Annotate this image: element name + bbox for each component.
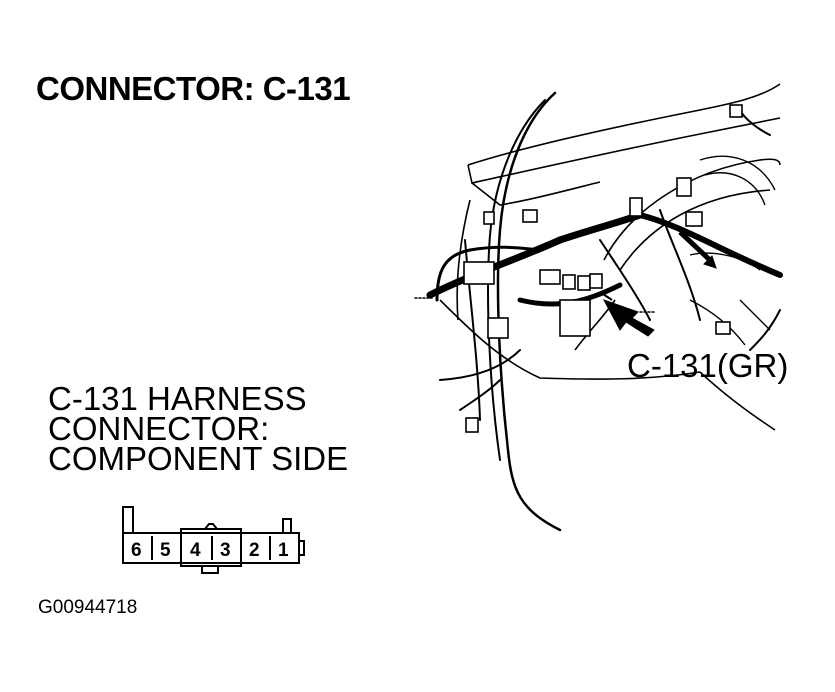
harness-connector-block [539,269,561,285]
wiring-harness [414,91,783,532]
connector-key-top [204,523,218,530]
harness-connector-block [559,299,591,337]
harness-connector-block [629,197,643,217]
connector-latch-left [122,506,134,533]
harness-connector-label: C-131 HARNESS CONNECTOR: COMPONENT SIDE [48,380,349,477]
connector-pin-1: 1 [278,540,289,561]
harness-connectors [463,104,743,433]
harness-connector-block [463,261,495,285]
harness-label-line-3: COMPONENT SIDE [48,440,349,477]
connector-pin-2: 2 [249,540,260,561]
harness-connector-block [577,275,591,291]
connector-face-diagram [122,506,305,574]
connector-latch-right [282,518,292,533]
harness-connector-block [522,209,538,223]
connector-pin-6: 6 [131,540,142,561]
c131-pointer-arrow [599,230,717,337]
harness-connector-block [483,211,495,225]
dashboard-outline [439,83,781,431]
harness-label-line-1: C-131 HARNESS [48,380,307,417]
connector-pin-3: 3 [220,540,231,561]
connector-body [122,532,300,564]
harness-connector-block [715,321,731,335]
harness-connector-block [729,104,743,118]
harness-connector-block [562,274,576,290]
harness-connector-block [676,177,692,197]
connector-pin-4: 4 [190,540,201,561]
harness-connector-block [685,211,703,227]
connector-pin-5: 5 [160,540,171,561]
figure-id: G00944718 [38,597,138,618]
harness-connector-block [487,317,509,339]
diagram-title: CONNECTOR: C-131 [36,70,351,107]
connector-key-bottom [201,565,219,574]
harness-connector-block [465,417,479,433]
harness-connector-block [589,273,603,289]
connector-tab-right [299,540,305,556]
harness-label-line-2: CONNECTOR: [48,410,270,447]
